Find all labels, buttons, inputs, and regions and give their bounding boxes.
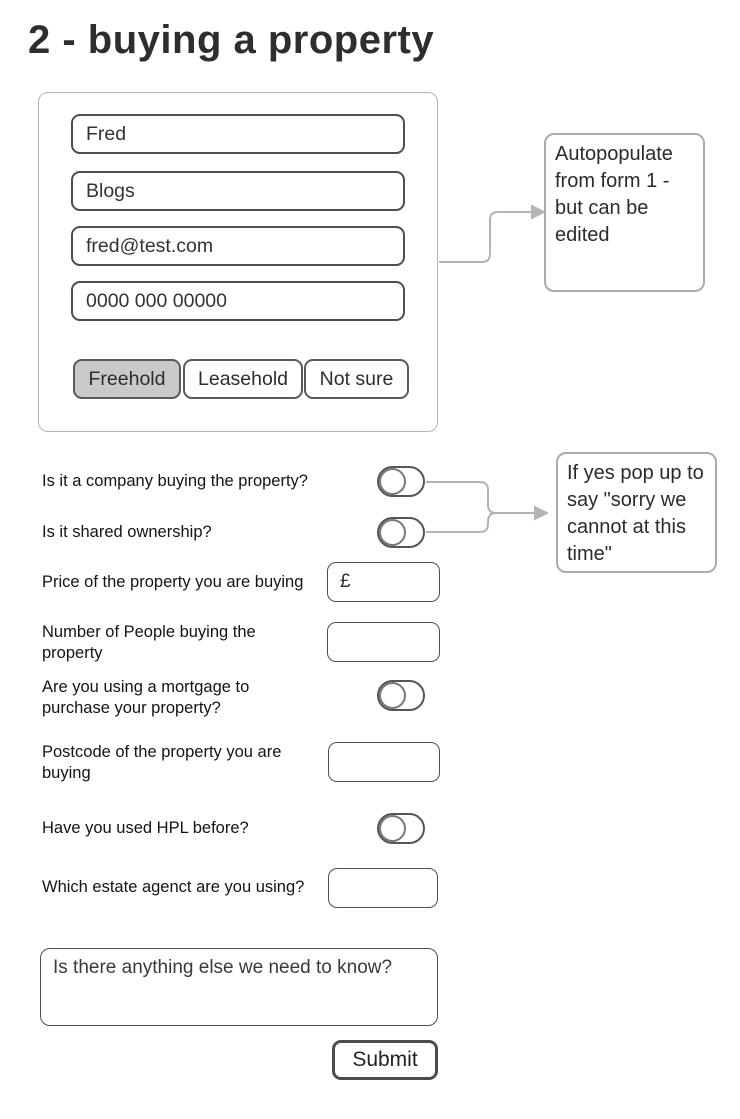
hpl-question-label: Have you used HPL before? (42, 819, 249, 837)
toggle-knob-icon (379, 519, 406, 546)
num-people-question-label: Number of People buying the property (42, 623, 256, 662)
phone-field[interactable] (71, 281, 405, 321)
last-name-field[interactable] (71, 171, 405, 211)
annotation-autopopulate: Autopopulate from form 1 - but can be ed… (544, 133, 705, 292)
price-field[interactable] (327, 562, 440, 602)
contact-card: Freehold Leasehold Not sure (38, 92, 438, 432)
postcode-field[interactable] (328, 742, 440, 782)
toggle-knob-icon (379, 468, 406, 495)
connector-autopopulate-arrow (439, 204, 546, 263)
estate-agent-question-label: Which estate agenct are you using? (42, 878, 305, 896)
company-toggle[interactable] (377, 466, 425, 497)
shared-ownership-question-label: Is it shared ownership? (42, 523, 212, 541)
toggle-knob-icon (379, 682, 406, 709)
submit-button[interactable]: Submit (332, 1040, 438, 1080)
toggle-knob-icon (379, 815, 406, 842)
email-field[interactable] (71, 226, 405, 266)
tenure-leasehold-button[interactable]: Leasehold (183, 359, 303, 399)
postcode-question-label: Postcode of the property you are buying (42, 743, 282, 782)
company-question-label: Is it a company buying the property? (42, 472, 308, 490)
num-people-field[interactable] (327, 622, 440, 662)
shared-ownership-toggle[interactable] (377, 517, 425, 548)
tenure-freehold-button[interactable]: Freehold (73, 359, 181, 399)
connector-ifyes-arrow (426, 481, 549, 533)
estate-agent-field[interactable] (328, 868, 438, 908)
price-question-label: Price of the property you are buying (42, 573, 304, 591)
mortgage-toggle[interactable] (377, 680, 425, 711)
hpl-toggle[interactable] (377, 813, 425, 844)
first-name-field[interactable] (71, 114, 405, 154)
tenure-notsure-button[interactable]: Not sure (304, 359, 409, 399)
mortgage-question-label: Are you using a mortgage to purchase you… (42, 678, 250, 717)
anything-else-textarea[interactable]: Is there anything else we need to know? (40, 948, 438, 1026)
annotation-if-yes-popup: If yes pop up to say "sorry we cannot at… (556, 452, 717, 573)
page-title: 2 - buying a property (28, 18, 435, 62)
